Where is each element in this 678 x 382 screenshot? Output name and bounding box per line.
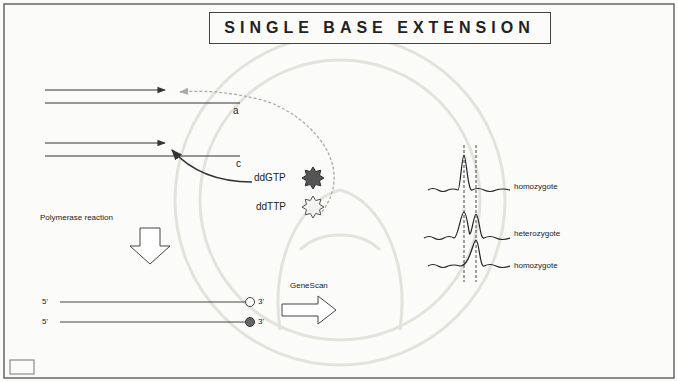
process-label: Polymerase reaction xyxy=(40,214,113,222)
nucleotide-label: ddGTP xyxy=(254,173,286,183)
nucleotide-label: ddTTP xyxy=(256,202,286,212)
watermark-emblem xyxy=(175,35,505,365)
strand-end: 3' xyxy=(258,298,264,306)
corner-mark xyxy=(10,360,34,374)
ddgtp-terminator xyxy=(246,318,255,327)
process-arrow xyxy=(282,296,336,324)
strand-end: 5' xyxy=(42,318,48,326)
template-base: c xyxy=(236,159,241,169)
incorporation-arrow xyxy=(180,91,334,212)
ddttp-terminator xyxy=(246,298,255,307)
process-label: GeneScan xyxy=(290,282,328,290)
process-arrow xyxy=(130,228,170,264)
genotype-label: homozygote xyxy=(514,183,558,191)
title-text: SINGLE BASE EXTENSION xyxy=(224,19,535,37)
title-box: SINGLE BASE EXTENSION xyxy=(209,12,550,45)
primer-template xyxy=(45,90,240,156)
trace xyxy=(424,155,510,268)
genotype-label: heterozygote xyxy=(514,230,560,238)
extended-primer xyxy=(60,302,245,322)
ddgtp-star xyxy=(302,167,324,189)
strand-end: 5' xyxy=(42,298,48,306)
template-base: a xyxy=(233,106,239,116)
slide-frame xyxy=(4,4,674,378)
genotype-label: homozygote xyxy=(514,262,558,270)
strand-end: 3' xyxy=(258,318,264,326)
ddttp-star xyxy=(302,196,324,218)
incorporation-arrow xyxy=(172,150,252,182)
